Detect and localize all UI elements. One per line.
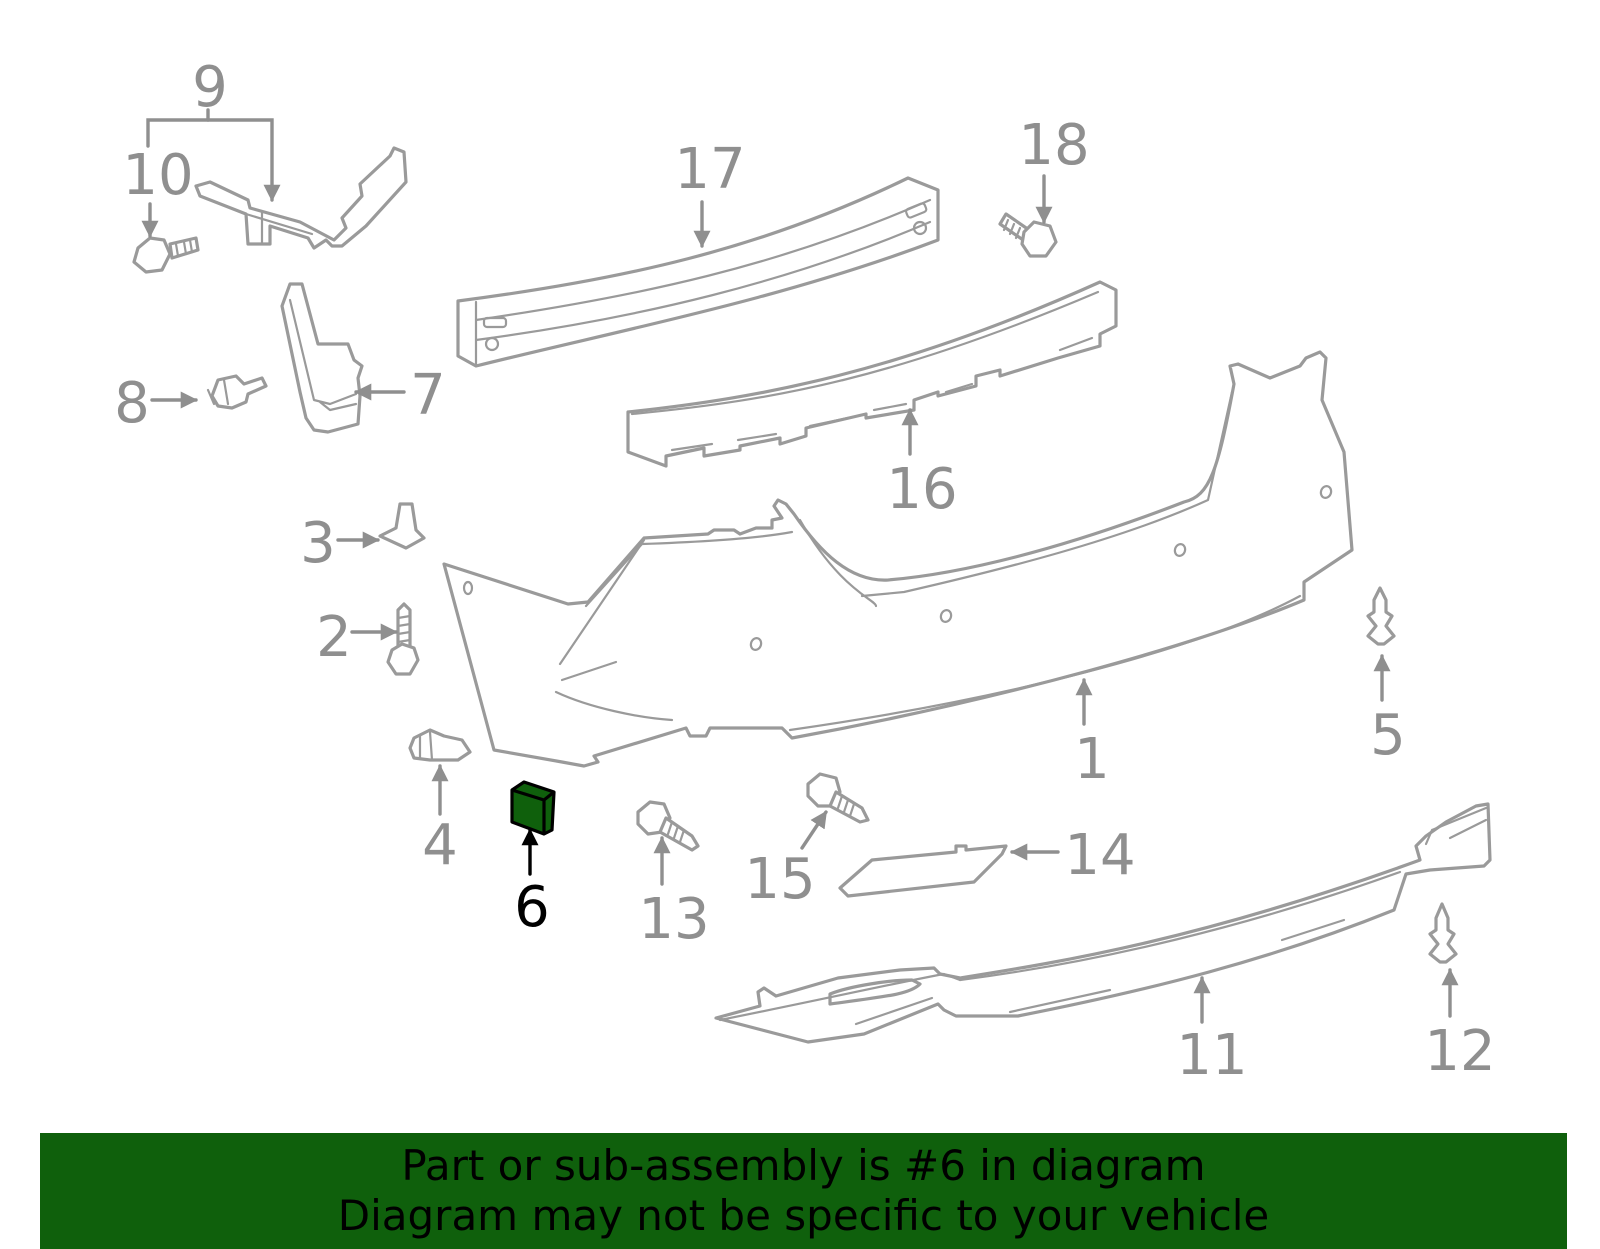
callout-6: 6: [514, 875, 550, 940]
callout-labels: 1 2 3 4 5 6 7 8 9 10 11 12 13 14 15 16 1…: [114, 55, 1495, 1088]
part-18-bolt: [998, 212, 1058, 258]
callout-17: 17: [674, 137, 745, 202]
callout-12: 12: [1424, 1019, 1495, 1084]
leader-lines: [141, 108, 1459, 1024]
part-13-bolt: [636, 800, 700, 852]
part-3-retainer: [378, 502, 426, 550]
callout-4: 4: [422, 813, 458, 878]
part-4-clip: [408, 728, 472, 762]
part-10-bolt: [132, 236, 200, 274]
callout-15: 15: [744, 847, 815, 912]
callout-10: 10: [122, 143, 193, 208]
part-9-bracket: [194, 146, 408, 250]
callout-9: 9: [192, 55, 228, 120]
callout-2: 2: [316, 605, 352, 670]
part-14-reflector: [838, 844, 1008, 898]
part-2-screw: [386, 602, 420, 676]
part-7-side-bracket: [280, 282, 364, 434]
callout-8: 8: [114, 371, 150, 436]
part-15-bolt: [806, 772, 870, 824]
callout-3: 3: [300, 511, 336, 576]
part-16-absorber: [626, 280, 1118, 468]
callout-11: 11: [1176, 1023, 1247, 1088]
part-17-reinforcement: [456, 176, 940, 368]
callout-5: 5: [1370, 703, 1406, 768]
part-6-highlighted: [510, 780, 556, 836]
info-banner: Part or sub-assembly is #6 in diagram Di…: [40, 1133, 1567, 1249]
part-1-bumper-cover: [442, 350, 1354, 768]
part-5-clip: [1366, 586, 1396, 646]
part-12-clip: [1428, 902, 1458, 964]
part-11-lower-spoiler: [714, 802, 1492, 1044]
callout-7: 7: [410, 363, 446, 428]
callout-1: 1: [1074, 727, 1110, 792]
callout-18: 18: [1018, 113, 1089, 178]
callout-16: 16: [886, 457, 957, 522]
banner-line-1: Part or sub-assembly is #6 in diagram: [401, 1141, 1206, 1190]
banner-line-2: Diagram may not be specific to your vehi…: [337, 1191, 1270, 1240]
part-8-clip: [206, 374, 268, 410]
callout-13: 13: [638, 887, 709, 952]
callout-14: 14: [1064, 823, 1135, 888]
